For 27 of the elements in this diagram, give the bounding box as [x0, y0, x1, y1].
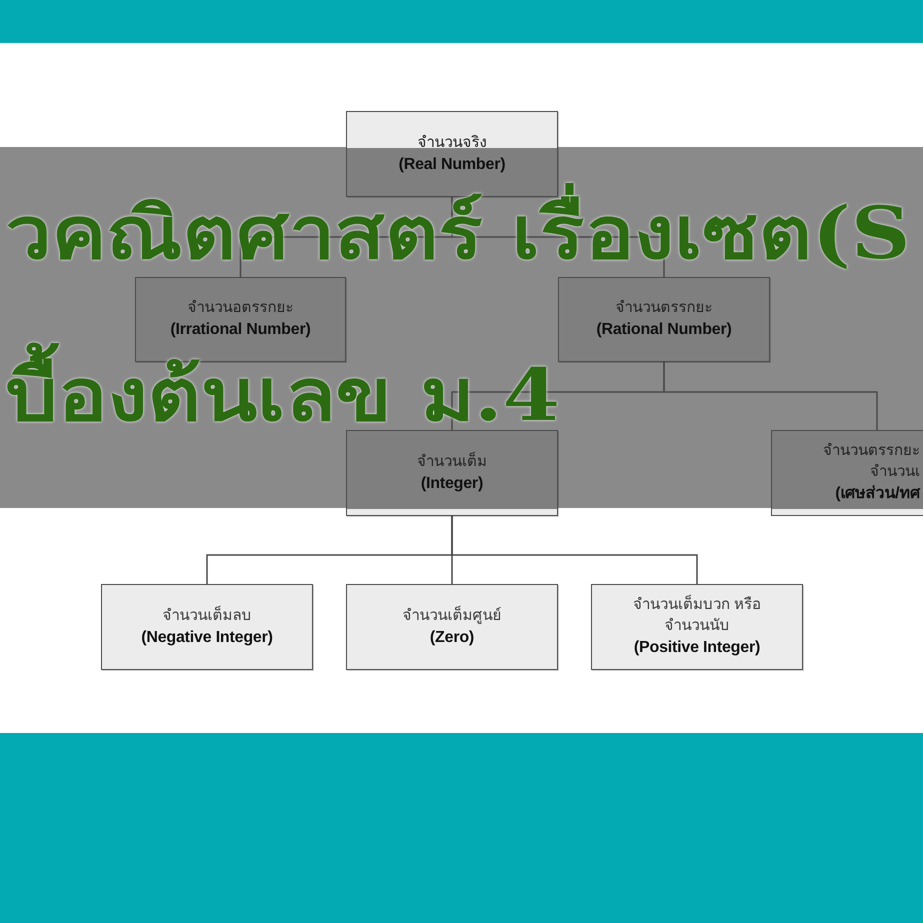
connector-line: [451, 516, 698, 584]
connector-line: [451, 197, 665, 277]
category-box: [346, 584, 558, 670]
connector-line: [663, 362, 878, 430]
category-box: [346, 430, 558, 516]
category-name: จำนวนตรรกยะ จำนวนเ: [822, 441, 920, 482]
category-term: (Irrational Number): [170, 320, 311, 340]
category-term: (Positive Integer): [634, 638, 760, 658]
category-box: [101, 584, 313, 670]
category-term: (Negative Integer): [141, 628, 273, 648]
category-term: (Real Number): [398, 154, 506, 174]
category-term: (Integer): [420, 474, 484, 494]
category-name: จำนวนเต็มบวก หรือ จำนวนนับ: [632, 594, 762, 636]
category-term: (เศษส่วน/ทศ: [835, 484, 920, 504]
category-name: จำนวนเต็มลบ: [162, 604, 252, 626]
category-box: [591, 584, 803, 670]
category-term: (Zero): [430, 628, 474, 648]
title: วคณิตศาสตร์ เรื่องเซต(S: [0, 180, 916, 287]
subtitle: บื้องต้นเลข ม.4: [0, 342, 566, 449]
category-name: จำนวนเต็มศูนย์: [402, 604, 502, 626]
category-name: จำนวนเต็ม: [417, 450, 487, 472]
category-name: จำนวนตรรกยะ: [616, 298, 712, 318]
category-term: (Rational Number): [596, 320, 732, 340]
category-name: จำนวนอตรรกยะ: [188, 298, 294, 318]
category-box: [771, 430, 923, 516]
category-name: จำนวนจริง: [418, 132, 486, 152]
category-box: [558, 277, 770, 362]
